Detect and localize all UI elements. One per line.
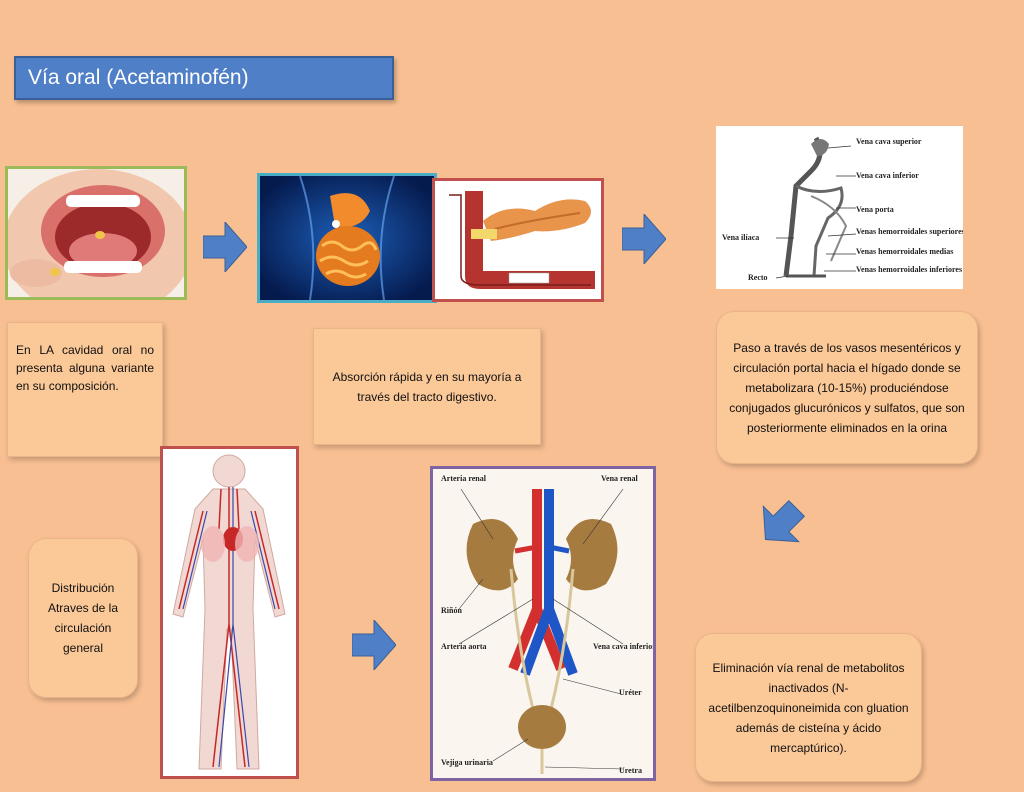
urinary-system-image: Arteria renal Vena renal Riñón Arteria a… (430, 466, 656, 781)
label-vejiga: Vejiga urinaria (441, 758, 493, 767)
label-uretra: Uretra (619, 766, 642, 775)
digestive-tract-image (257, 173, 437, 303)
label-vena-iliaca: Vena ilíaca (722, 233, 759, 242)
label-arteria-renal: Arteria renal (441, 474, 487, 483)
label-vena-renal: Vena renal (601, 474, 638, 483)
label-hemorroidales-inferiores: Venas hemorroidales inferiores (856, 265, 962, 274)
label-hemorroidales-superiores: Venas hemorroidales superiores (856, 227, 963, 236)
label-vena-cava-inferior: Vena cava inferior (856, 171, 919, 180)
elimination-textbox: Eliminación vía renal de metabolitos ina… (695, 633, 922, 782)
arrow-right-icon (352, 620, 396, 670)
label-recto: Recto (748, 273, 768, 282)
label-ureter: Uréter (619, 688, 642, 697)
pancreas-image (432, 178, 604, 302)
distribution-textbox: Distribución Atraves de la circulación g… (28, 538, 138, 698)
label-vena-porta: Vena porta (856, 205, 894, 214)
portal-circulation-image: Vena cava superior Vena cava inferior Ve… (716, 126, 963, 289)
arrow-right-icon (203, 222, 247, 272)
label-vena-cava-superior: Vena cava superior (856, 137, 922, 146)
label-rinon: Riñón (441, 606, 462, 615)
label-hemorroidales-medias: Venas hemorroidales medias (856, 247, 953, 256)
arrow-down-left-icon (762, 499, 806, 543)
oral-cavity-textbox: En LA cavidad oral no presenta alguna va… (7, 322, 163, 457)
label-vena-cava-inferior-kidney: Vena cava inferior (593, 642, 653, 651)
portal-circulation-textbox: Paso a través de los vasos mesentéricos … (716, 311, 978, 464)
arrow-right-icon (622, 214, 666, 264)
mouth-image (5, 166, 187, 300)
absorption-textbox: Absorción rápida y en su mayoría a travé… (313, 328, 541, 445)
label-arteria-aorta: Arteria aorta (441, 642, 487, 651)
page-title: Vía oral (Acetaminofén) (14, 56, 394, 100)
circulatory-system-image (160, 446, 299, 779)
